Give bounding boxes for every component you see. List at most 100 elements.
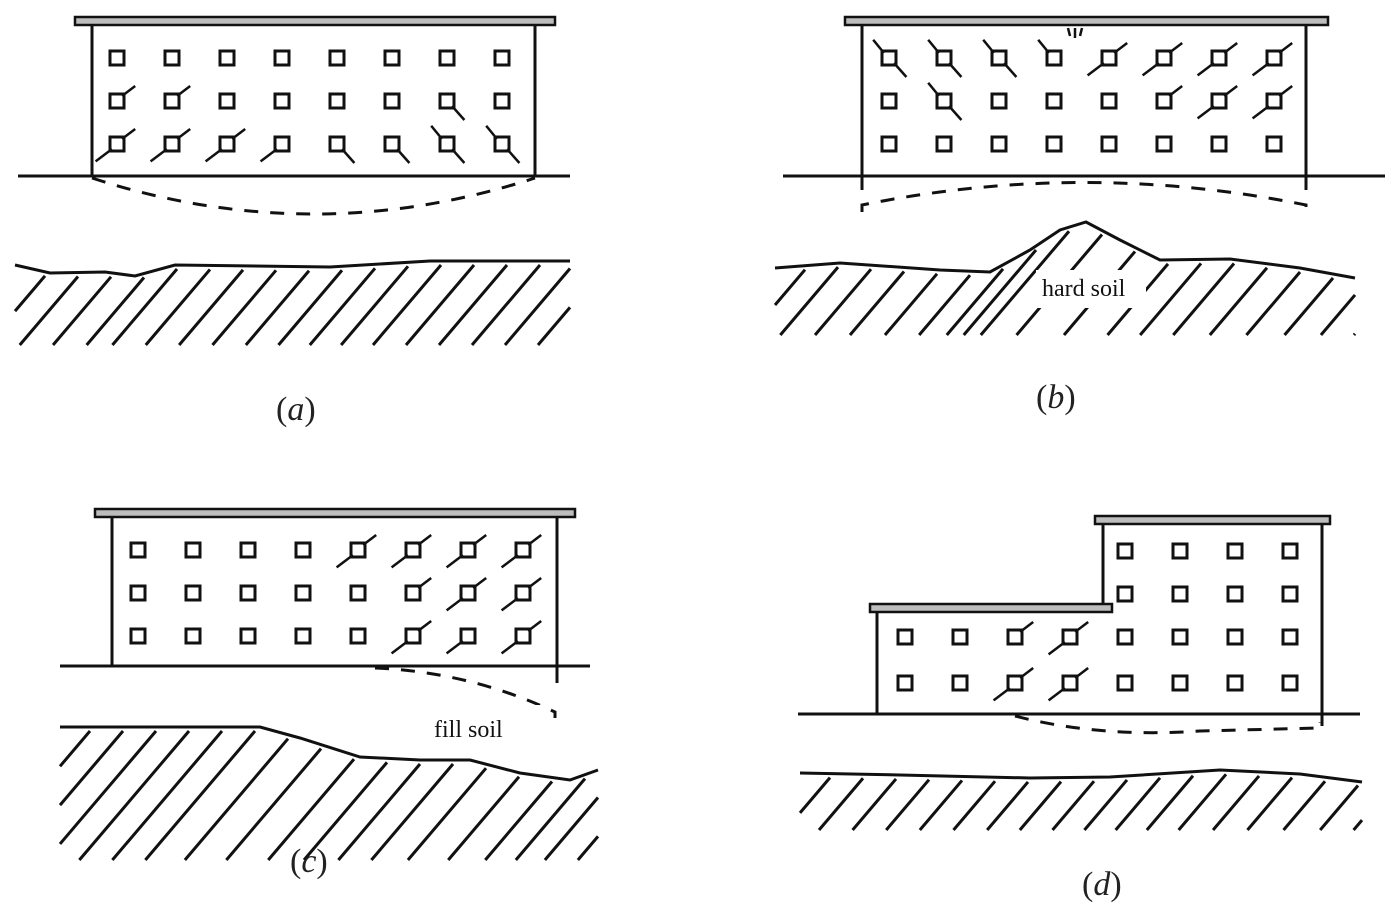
window-frame: [990, 135, 1008, 153]
window-frame: [239, 627, 257, 645]
window-frame: [459, 627, 477, 645]
window: [390, 620, 432, 655]
window-frame: [1155, 49, 1173, 67]
window-frame: [951, 628, 969, 646]
soil-hatch-line: [1282, 780, 1327, 831]
window-frame: [1281, 628, 1299, 646]
window-frame: [1045, 92, 1063, 110]
soil-hatch-line: [337, 763, 422, 861]
soil-hatch-line: [58, 730, 158, 845]
soil-hatch-line: [111, 730, 224, 861]
window-frame: [404, 627, 422, 645]
crack-up-right: [417, 534, 432, 546]
crack-up-right: [1223, 42, 1238, 54]
crack-up-right: [472, 577, 487, 589]
soil-hatch-line: [144, 730, 257, 861]
window: [485, 125, 521, 164]
crack-down-left: [992, 687, 1011, 702]
soil-hatch-line: [178, 268, 245, 346]
soil-hatch-line: [225, 747, 323, 861]
window: [108, 85, 136, 110]
window: [445, 534, 487, 569]
crack-up-right: [1019, 667, 1034, 679]
soil-hatch-line: [798, 776, 832, 814]
crack-up-right: [362, 534, 377, 546]
window-frame: [1006, 628, 1024, 646]
window-frame: [493, 49, 511, 67]
crack-down-left: [149, 148, 168, 163]
window: [328, 49, 346, 67]
window: [951, 674, 969, 692]
window-frame: [404, 584, 422, 602]
crack-down-left: [390, 640, 409, 655]
crack-down-left: [390, 554, 409, 569]
soil-hatch-line: [1083, 778, 1129, 831]
crack-up-right: [1074, 621, 1089, 633]
soil-hatch-line: [211, 269, 278, 346]
window-frame: [1116, 628, 1134, 646]
window: [163, 85, 191, 110]
soil-surface: [774, 220, 1356, 280]
window-frame: [1100, 135, 1118, 153]
soil-hatch-line: [302, 761, 389, 861]
crack-up-right: [527, 534, 542, 546]
caption-close-paren: ): [304, 391, 315, 428]
caption-open-paren: (: [276, 391, 287, 428]
window-frame: [129, 584, 147, 602]
window: [438, 49, 456, 67]
caption-c: (c): [290, 843, 328, 880]
soil-surface: [60, 725, 599, 782]
window-frame: [239, 584, 257, 602]
caption-a: (a): [276, 391, 316, 428]
window: [1196, 85, 1238, 120]
crack-up-right: [1019, 621, 1034, 633]
window: [990, 135, 1008, 153]
window: [239, 584, 257, 602]
soil-hatch-line: [1177, 773, 1228, 831]
soil-hatch-line: [1139, 262, 1203, 336]
window: [1116, 585, 1134, 603]
crack-up-right: [1074, 667, 1089, 679]
soil-hatch-line: [18, 275, 80, 346]
settlement-curve: [1014, 714, 1322, 735]
window-frame: [990, 92, 1008, 110]
crack-up-left: [430, 125, 443, 140]
window-frame: [294, 627, 312, 645]
roof-crack: [1066, 27, 1072, 37]
window: [239, 541, 257, 559]
soil-hatch-line: [514, 777, 587, 861]
window: [1226, 628, 1244, 646]
crack-up-right: [527, 577, 542, 589]
window: [880, 135, 898, 153]
window: [500, 620, 542, 655]
crack-down-right: [451, 148, 466, 164]
crack-up-right: [121, 85, 136, 97]
soil-hatch-line: [51, 275, 113, 346]
window-frame: [1281, 585, 1299, 603]
window: [294, 627, 312, 645]
window-frame: [163, 92, 181, 110]
window: [404, 577, 432, 602]
window-frame: [294, 584, 312, 602]
window-frame: [1265, 49, 1283, 67]
soil-hatch-line: [503, 267, 572, 346]
settlement-curve: [91, 176, 536, 216]
window-frame: [218, 135, 236, 153]
window: [1100, 92, 1118, 110]
soil-surface: [799, 768, 1363, 784]
crack-up-right: [176, 128, 191, 140]
window-frame: [1265, 135, 1283, 153]
soil-hatch-line: [1352, 819, 1364, 831]
soil-hatch-line: [13, 274, 47, 313]
crack-up-right: [472, 534, 487, 546]
soil-hatch-line: [979, 230, 1071, 336]
window-frame: [1045, 49, 1063, 67]
window: [927, 82, 963, 121]
window: [896, 628, 914, 646]
window: [294, 584, 312, 602]
window: [1116, 628, 1134, 646]
soil-hatch-line: [277, 269, 344, 346]
window: [982, 39, 1018, 78]
crack-up-right: [231, 128, 246, 140]
